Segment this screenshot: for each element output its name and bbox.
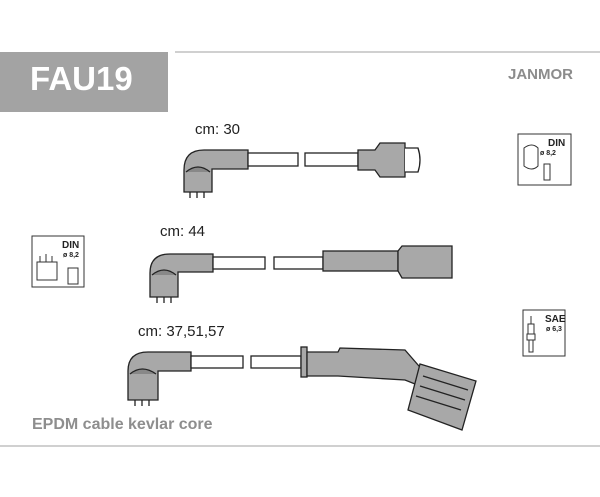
sae-spark-plug-icon bbox=[522, 309, 566, 357]
din-left-diameter: ø 8,2 bbox=[63, 252, 79, 259]
cable-2 bbox=[149, 245, 453, 303]
sae-standard: SAE bbox=[545, 314, 566, 325]
cable-2-length: cm: 44 bbox=[160, 223, 206, 240]
part-number: FAU19 bbox=[30, 60, 133, 97]
cable-description: EPDM cable kevlar core bbox=[32, 416, 213, 433]
cable-1 bbox=[183, 142, 421, 198]
din-left-standard: DIN bbox=[62, 240, 79, 251]
cable-3-length: cm: 37,51,57 bbox=[138, 323, 225, 340]
din-icon-left bbox=[31, 235, 85, 288]
din-icon-top bbox=[517, 133, 572, 186]
cable-1-length: cm: 30 bbox=[195, 121, 241, 138]
brand-name: JANMOR bbox=[508, 66, 574, 83]
din-top-diameter: ø 8,2 bbox=[540, 150, 556, 157]
cable-3 bbox=[127, 346, 477, 431]
title-banner bbox=[0, 52, 168, 112]
sae-diameter: ø 6,3 bbox=[546, 326, 562, 333]
din-top-standard: DIN bbox=[548, 138, 565, 149]
